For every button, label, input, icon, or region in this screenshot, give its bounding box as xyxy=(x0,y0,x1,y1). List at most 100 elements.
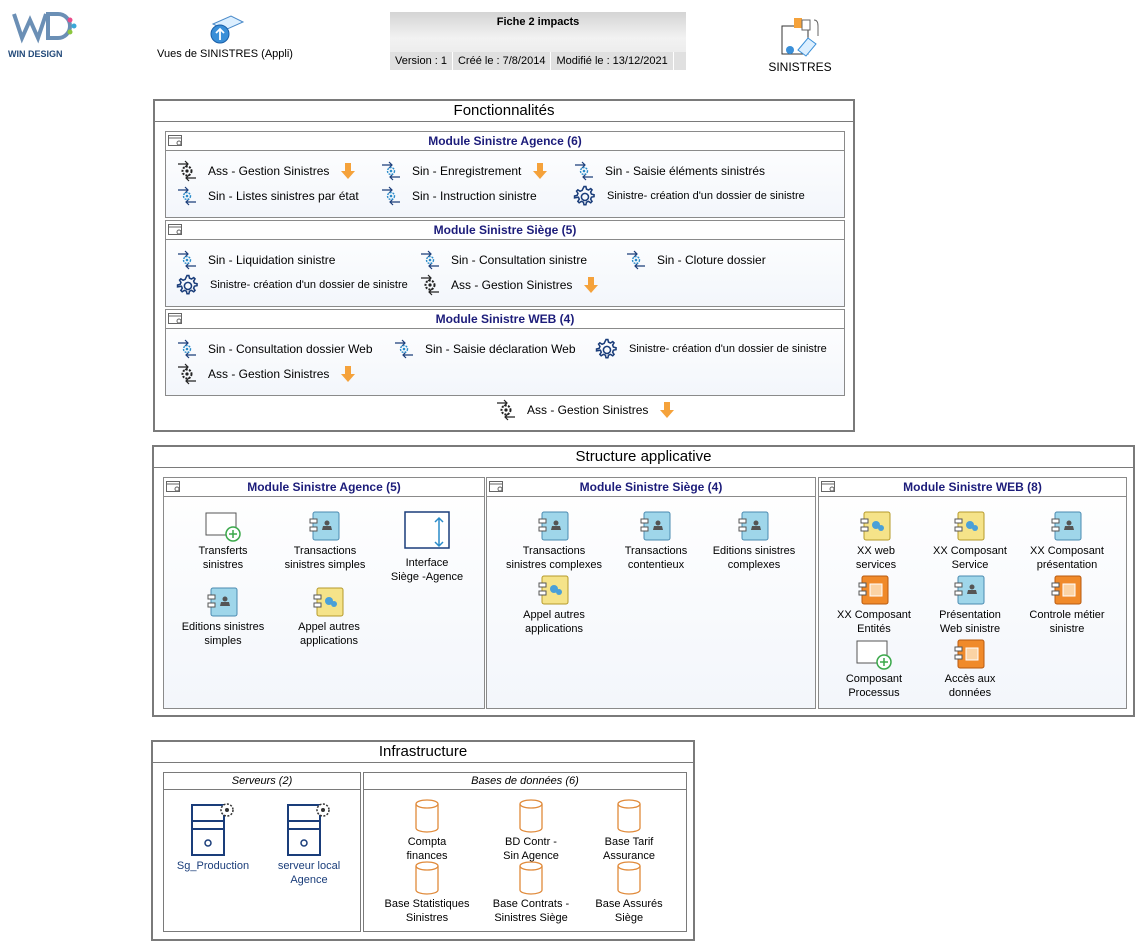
gear-icon xyxy=(571,183,597,209)
function-item[interactable]: Sin - Listes sinistres par état xyxy=(176,185,359,207)
arrow-down-icon xyxy=(341,366,355,382)
component-blue-icon xyxy=(954,574,986,606)
fonctionnalites-title: Fonctionnalités xyxy=(155,101,853,122)
fiche-title: Fiche 2 impacts xyxy=(496,16,580,28)
database-node[interactable]: BD Contr -Sin Agence xyxy=(476,799,586,863)
plus-box-icon xyxy=(205,510,241,542)
component-yellow-icon xyxy=(538,574,570,606)
module-icon xyxy=(168,313,182,324)
function-item[interactable]: Ass - Gestion Sinistres xyxy=(176,363,355,385)
database-icon xyxy=(517,861,545,895)
function-item[interactable]: Sin - Instruction sinistre xyxy=(380,185,537,207)
version-info: Version : 1 xyxy=(390,52,453,70)
component-yellow-icon xyxy=(860,510,892,542)
component-blue-icon xyxy=(207,586,239,618)
module-title: Module Sinistre Siège (5) xyxy=(433,223,577,237)
process-icon xyxy=(380,160,402,182)
domain-node[interactable]: SINISTRES xyxy=(760,16,840,74)
gear-icon xyxy=(593,336,619,362)
function-item[interactable]: Ass - Gestion Sinistres xyxy=(495,399,674,421)
server-icon xyxy=(190,801,236,857)
process-icon xyxy=(380,185,402,207)
gear-process-icon xyxy=(495,399,517,421)
component-blue-icon xyxy=(640,510,672,542)
function-item[interactable]: Sinistre- création d'un dossier de sinis… xyxy=(571,185,805,207)
function-item[interactable]: Sinistre- création d'un dossier de sinis… xyxy=(593,338,827,360)
servers-group: Serveurs (2) Sg_Production serveur local… xyxy=(163,772,361,932)
server-icon xyxy=(286,801,332,857)
server-node[interactable]: Sg_Production xyxy=(158,801,268,873)
interface-icon xyxy=(404,511,450,549)
component-blue-icon xyxy=(1051,510,1083,542)
component-orange-icon xyxy=(954,638,986,670)
logo-icon xyxy=(12,12,77,44)
database-node[interactable]: Base Contrats -Sinistres Siège xyxy=(476,861,586,925)
module-title: Module Sinistre WEB (8) xyxy=(903,480,1042,494)
database-icon xyxy=(517,799,545,833)
func-module-web: Module Sinistre WEB (4) Sin - Consultati… xyxy=(165,309,845,396)
views-icon xyxy=(210,15,245,44)
domain-icon xyxy=(781,18,819,57)
arrow-down-icon xyxy=(533,163,547,179)
function-item[interactable]: Sin - Saisie éléments sinistrés xyxy=(573,160,765,182)
gear-process-icon xyxy=(419,274,441,296)
fonctionnalites-section: Fonctionnalités Module Sinistre Agence (… xyxy=(153,99,855,432)
module-icon xyxy=(166,481,180,492)
gear-icon xyxy=(174,272,200,298)
process-icon xyxy=(573,160,595,182)
func-module-siege: Module Sinistre Siège (5) Sin - Liquidat… xyxy=(165,220,845,307)
gear-process-icon xyxy=(176,160,198,182)
databases-title: Bases de données (6) xyxy=(364,773,686,790)
component-blue-icon xyxy=(309,510,341,542)
module-icon xyxy=(168,135,182,146)
module-icon xyxy=(489,481,503,492)
function-item[interactable]: Sin - Liquidation sinistre xyxy=(176,249,335,271)
created-info: Créé le : 7/8/2014 xyxy=(453,52,552,70)
process-icon xyxy=(176,249,198,271)
function-item[interactable]: Sin - Saisie déclaration Web xyxy=(393,338,576,360)
function-item[interactable]: Ass - Gestion Sinistres xyxy=(419,274,598,296)
plus-box-icon xyxy=(856,638,892,670)
module-title: Module Sinistre WEB (4) xyxy=(435,312,575,326)
process-icon xyxy=(393,338,415,360)
views-link[interactable]: Vues de SINISTRES (Appli) xyxy=(150,14,300,60)
function-item[interactable]: Sin - Consultation sinistre xyxy=(419,249,587,271)
function-item[interactable]: Ass - Gestion Sinistres xyxy=(176,160,355,182)
function-item[interactable]: Sinistre- création d'un dossier de sinis… xyxy=(174,274,408,296)
function-item[interactable]: Sin - Cloture dossier xyxy=(625,249,766,271)
process-icon xyxy=(176,185,198,207)
component-blue-icon xyxy=(738,510,770,542)
module-icon xyxy=(168,224,182,235)
function-item[interactable]: Sin - Consultation dossier Web xyxy=(176,338,373,360)
function-item[interactable]: Sin - Enregistrement xyxy=(380,160,547,182)
structure-section: Structure applicative Module Sinistre Ag… xyxy=(152,445,1135,717)
component-yellow-icon xyxy=(313,586,345,618)
process-icon xyxy=(419,249,441,271)
component-blue-icon xyxy=(538,510,570,542)
module-title: Module Sinistre Agence (6) xyxy=(428,134,582,148)
